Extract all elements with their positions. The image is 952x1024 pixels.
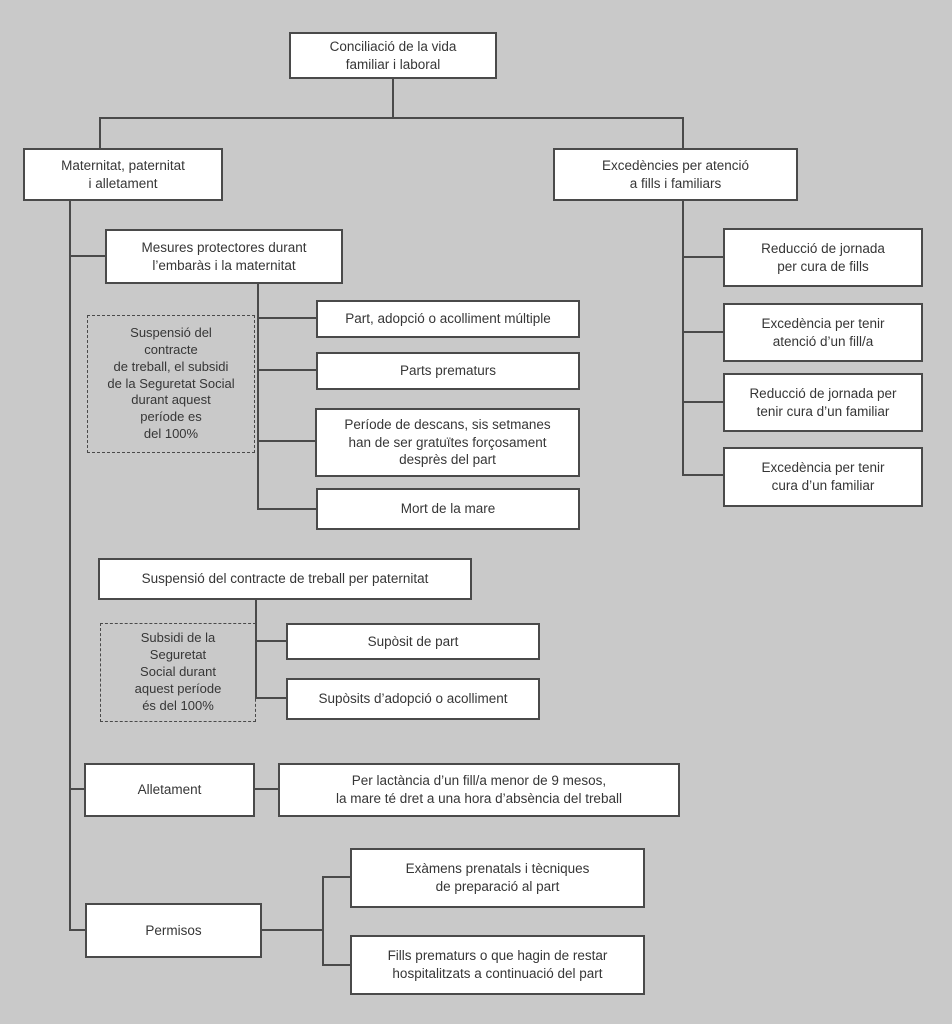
connector (257, 369, 317, 371)
node-reduccio-jornada-fills: Reducció de jornada per cura de fills (723, 228, 923, 287)
node-part-multiple: Part, adopció o acolliment múltiple (316, 300, 580, 338)
connector (69, 929, 87, 931)
node-fills-prematurs: Fills prematurs o que hagin de restar ho… (350, 935, 645, 995)
connector (99, 117, 101, 148)
node-excedencia-familiar: Excedència per tenir cura d’un familiar (723, 447, 923, 507)
connector (255, 600, 257, 699)
connector (255, 640, 287, 642)
node-suposits-adopcio: Supòsits d’adopció o acolliment (286, 678, 540, 720)
connector (322, 876, 324, 966)
note-suspensio-contracte-maternitat: Suspensió del contracte de treball, el s… (87, 315, 255, 453)
node-excedencia-fill: Excedència per tenir atenció d’un fill/a (723, 303, 923, 362)
connector (257, 317, 317, 319)
node-examens-prenatals: Exàmens prenatals i tècniques de prepara… (350, 848, 645, 908)
connector (257, 508, 317, 510)
connector (69, 255, 107, 257)
connector (682, 474, 724, 476)
note-subsidi-paternitat: Subsidi de la Seguretat Social durant aq… (100, 623, 256, 722)
connector (392, 79, 394, 118)
node-reduccio-jornada-familiar: Reducció de jornada per tenir cura d’un … (723, 373, 923, 432)
node-lactancia-detail: Per lactància d’un fill/a menor de 9 mes… (278, 763, 680, 817)
connector (69, 788, 86, 790)
node-suspensio-paternitat: Suspensió del contracte de treball per p… (98, 558, 472, 600)
connector (257, 284, 259, 510)
connector (682, 256, 724, 258)
connector (99, 117, 684, 119)
connector (682, 201, 684, 476)
node-periode-descans: Període de descans, sis setmanes han de … (315, 408, 580, 477)
node-mort-mare: Mort de la mare (316, 488, 580, 530)
node-maternitat: Maternitat, paternitat i alletament (23, 148, 223, 201)
node-excedencies: Excedències per atenció a fills i famili… (553, 148, 798, 201)
connector (262, 929, 323, 931)
node-parts-prematurs: Parts prematurs (316, 352, 580, 390)
node-permisos: Permisos (85, 903, 262, 958)
connector (682, 331, 724, 333)
node-mesures-protectores: Mesures protectores durant l’embaràs i l… (105, 229, 343, 284)
connector (257, 440, 317, 442)
connector (255, 697, 287, 699)
node-suposit-part: Supòsit de part (286, 623, 540, 660)
node-alletament: Alletament (84, 763, 255, 817)
connector (322, 964, 351, 966)
node-root-title: Conciliació de la vida familiar i labora… (289, 32, 497, 79)
connector (682, 401, 724, 403)
connector (682, 117, 684, 148)
connector (322, 876, 351, 878)
connector (69, 201, 71, 931)
connector (255, 788, 279, 790)
